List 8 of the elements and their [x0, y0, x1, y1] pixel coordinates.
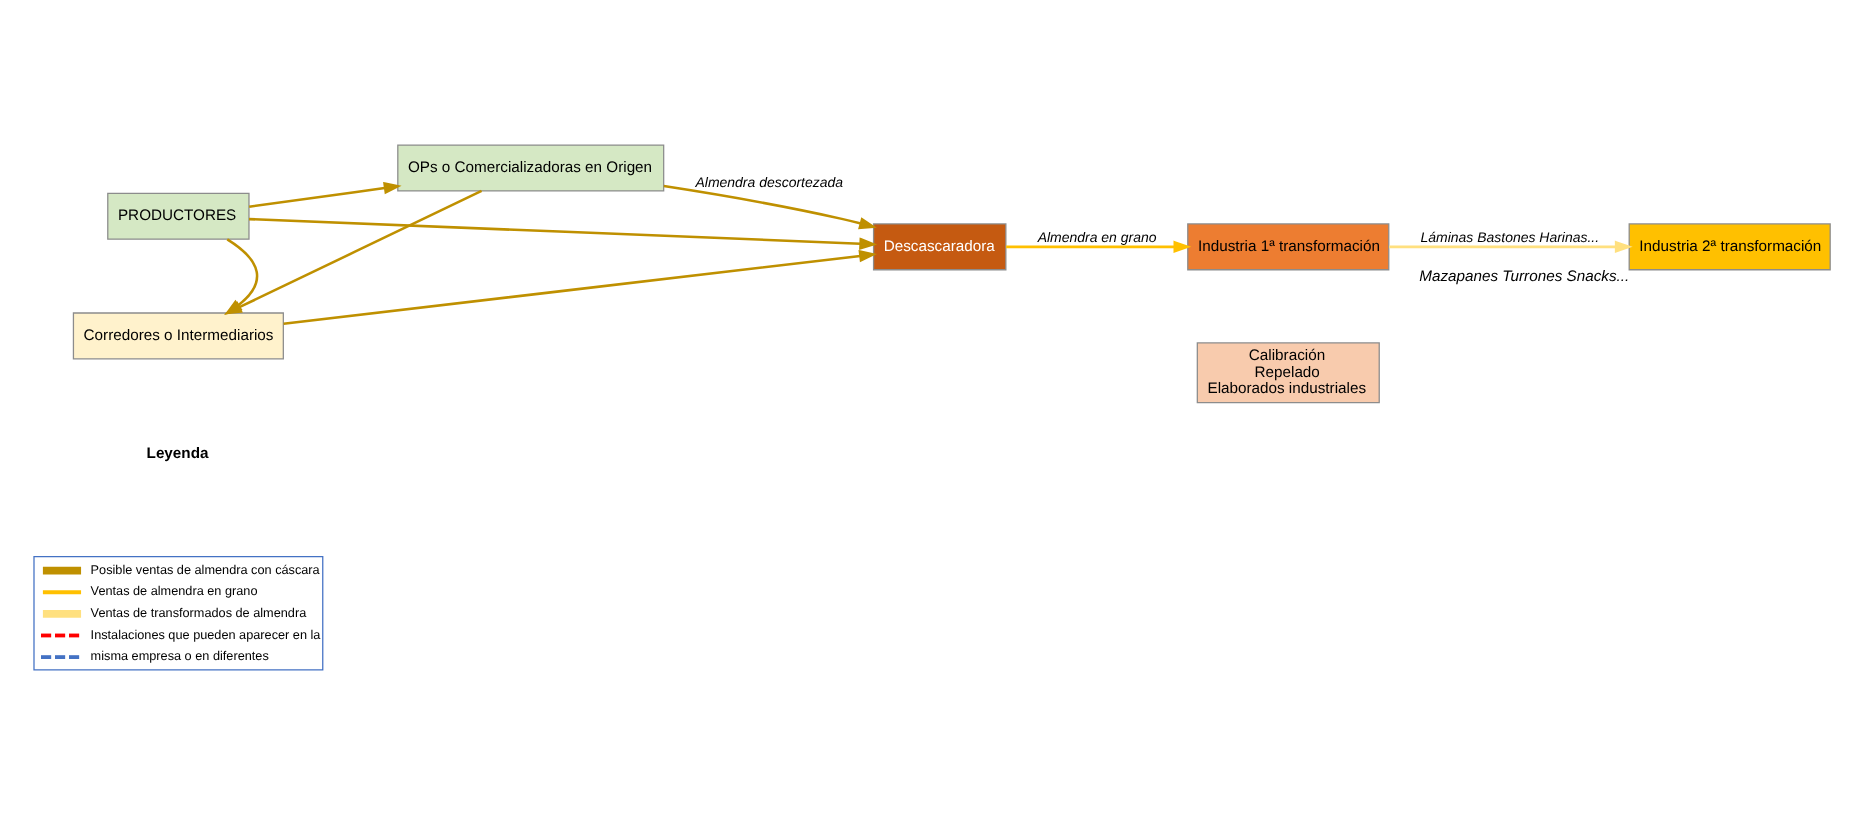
arrow	[1005, 239, 1191, 253]
arrow	[1388, 239, 1632, 253]
arrow	[282, 248, 876, 324]
arrow	[247, 216, 877, 249]
arrow	[223, 237, 258, 314]
arrow	[248, 180, 401, 207]
arrow	[662, 183, 876, 229]
arrow	[223, 188, 482, 314]
